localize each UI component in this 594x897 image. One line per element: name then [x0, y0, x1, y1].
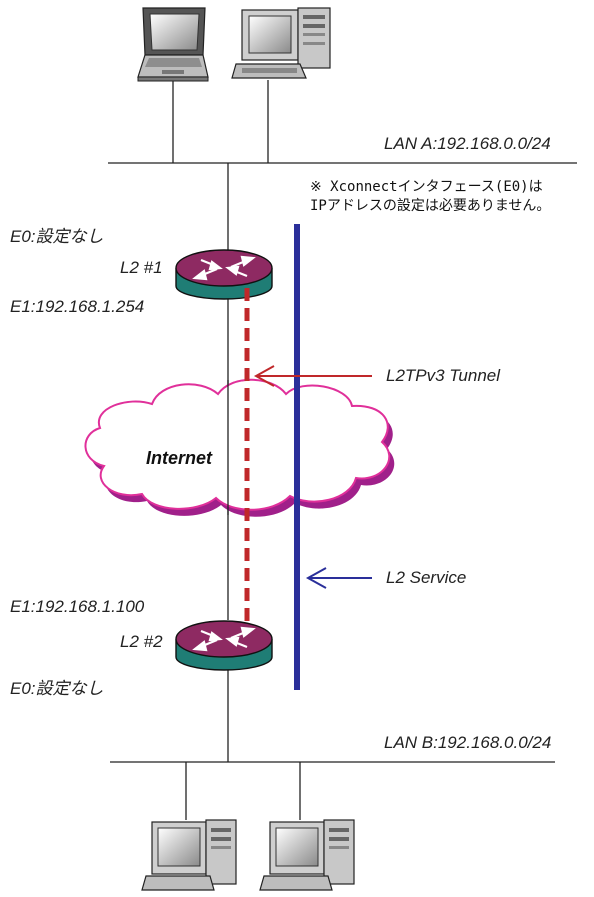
router1-e0-label: E0:設定なし — [10, 222, 104, 247]
router2-e1-label: E1:192.168.1.100 — [10, 597, 144, 617]
service-arrow-icon — [308, 568, 372, 588]
router2-name-label: L2 #2 — [120, 632, 163, 652]
router1-e1-label: E1:192.168.1.254 — [10, 297, 144, 317]
tunnel-label: L2TPv3 Tunnel — [386, 366, 500, 386]
lan-a-label: LAN A:192.168.0.0/24 — [384, 134, 551, 154]
router2-e0-label: E0:設定なし — [10, 674, 104, 699]
internet-label: Internet — [146, 448, 212, 469]
router-2-icon — [176, 621, 272, 670]
service-label: L2 Service — [386, 568, 466, 588]
xconnect-note-line2: IPアドレスの設定は必要ありません。 — [310, 197, 550, 216]
laptop-icon — [138, 8, 208, 81]
router-1-icon — [176, 250, 272, 299]
lan-b-label: LAN B:192.168.0.0/24 — [384, 733, 551, 753]
desktop-icon — [232, 8, 330, 78]
xconnect-note-line1: ※ Xconnectインタフェース(E0)は — [310, 178, 543, 197]
internet-cloud-icon — [85, 380, 394, 517]
desktop-pc-2-icon — [260, 820, 354, 890]
tunnel-arrow-icon — [256, 366, 372, 386]
desktop-pc-1-icon — [142, 820, 236, 890]
router1-name-label: L2 #1 — [120, 258, 163, 278]
